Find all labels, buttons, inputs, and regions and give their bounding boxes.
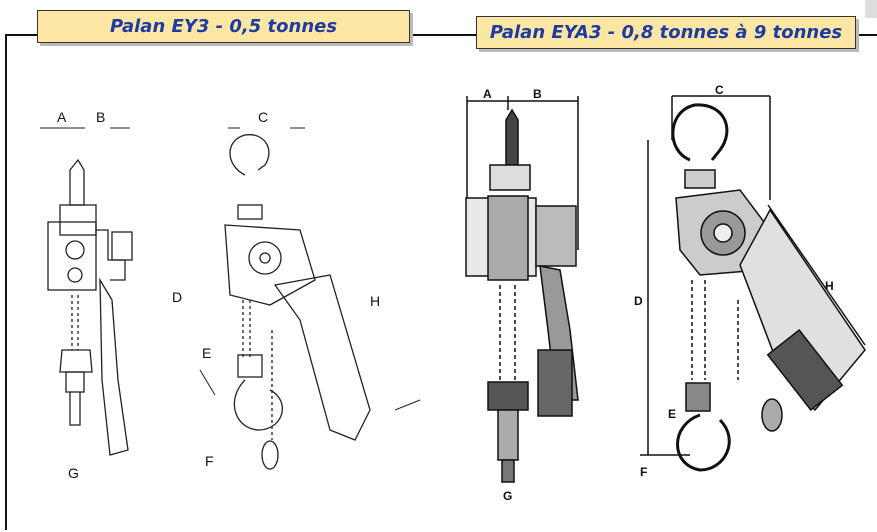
eya3-label-c: C bbox=[715, 83, 724, 97]
ey3-label-a: A bbox=[57, 109, 67, 125]
eya3-label-h: H bbox=[825, 279, 834, 293]
eya3-side-view-drawing bbox=[640, 95, 866, 472]
ey3-label-e: E bbox=[202, 345, 211, 361]
eya3-label-b: B bbox=[533, 87, 542, 101]
ey3-label-g: G bbox=[68, 465, 79, 481]
right-panel-title: Palan EYA3 - 0,8 tonnes à 9 tonnes bbox=[476, 16, 856, 49]
ey3-label-f: F bbox=[205, 453, 214, 469]
ey3-front-view-drawing bbox=[47, 158, 133, 456]
ey3-label-b: B bbox=[96, 109, 105, 125]
right-panel-frame-line bbox=[435, 34, 477, 36]
eya3-label-e: E bbox=[668, 407, 676, 421]
eya3-label-f: F bbox=[640, 465, 647, 479]
eya3-label-g: G bbox=[503, 489, 512, 503]
right-panel-frame-line-end bbox=[855, 34, 877, 36]
eya3-label-a: A bbox=[483, 87, 492, 101]
ey3-side-dimension-lines bbox=[199, 369, 421, 411]
ey3-label-h: H bbox=[370, 293, 380, 309]
ey3-label-d: D bbox=[172, 289, 182, 305]
left-panel-title: Palan EY3 - 0,5 tonnes bbox=[37, 10, 410, 43]
ey3-side-view-drawing bbox=[224, 134, 371, 470]
ey3-label-c: C bbox=[258, 109, 268, 125]
eya3-front-view-drawing bbox=[465, 96, 579, 483]
eya3-label-d: D bbox=[634, 294, 643, 308]
page-corner-tab bbox=[865, 0, 877, 18]
